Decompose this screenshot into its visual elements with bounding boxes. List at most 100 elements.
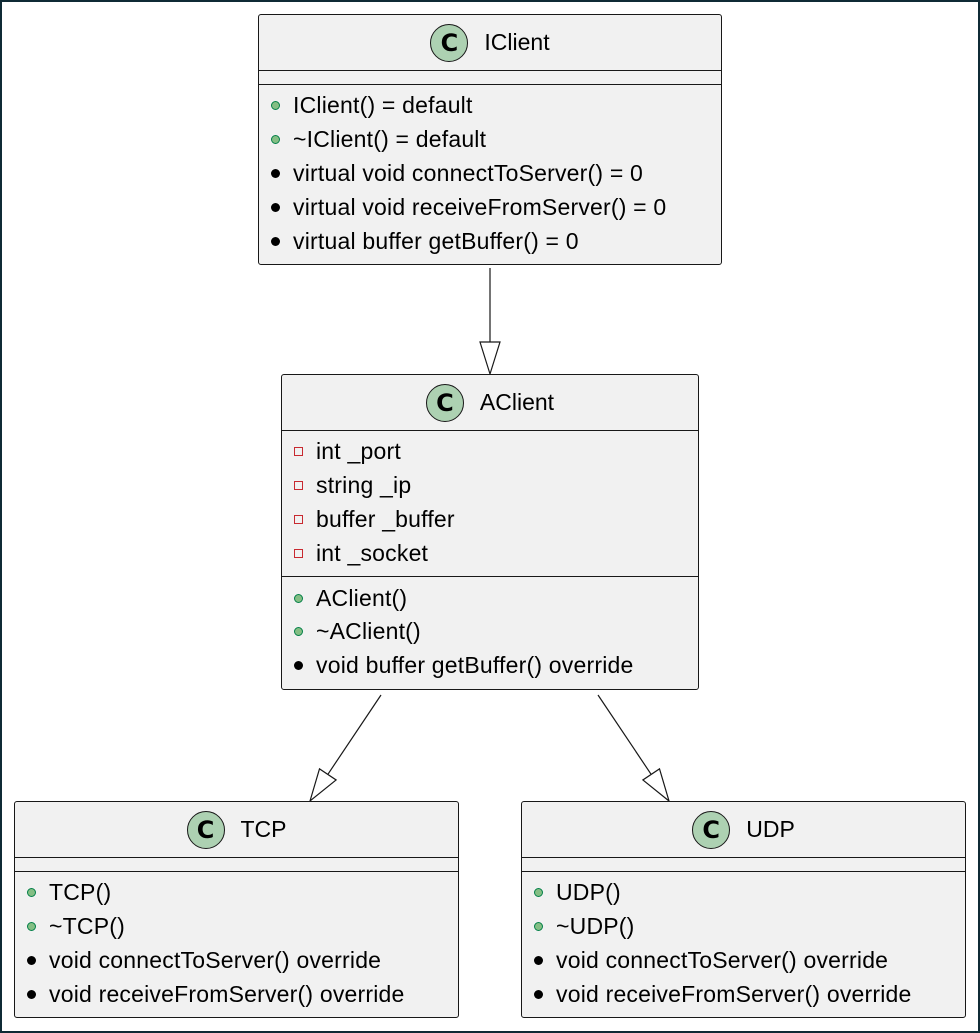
visibility-marker xyxy=(534,955,556,965)
attributes-section xyxy=(522,858,965,871)
visibility-marker xyxy=(294,481,316,491)
class-type-icon: C xyxy=(430,23,469,62)
section-divider xyxy=(282,576,698,578)
visibility-marker xyxy=(27,888,49,898)
methods-section: IClient() = default ~IClient() = default v… xyxy=(259,85,721,264)
method-text: UDP() xyxy=(556,879,621,906)
bullet-icon xyxy=(271,168,280,178)
bullet-icon xyxy=(534,989,543,999)
visibility-marker xyxy=(271,101,293,111)
bullet-icon xyxy=(27,989,36,999)
class-type-icon: C xyxy=(425,383,464,422)
method-text: virtual void receiveFromServer() = 0 xyxy=(293,193,667,220)
section-divider xyxy=(282,430,698,431)
visibility-marker xyxy=(271,202,293,212)
attribute-row: int _socket xyxy=(282,536,698,570)
attribute-row: int _port xyxy=(282,435,698,469)
attributes-section xyxy=(15,858,458,871)
attribute-text: string _ip xyxy=(316,472,412,499)
section-divider xyxy=(522,871,965,872)
class-type-icon: C xyxy=(692,810,731,849)
visibility-marker xyxy=(294,593,316,603)
method-row: TCP() xyxy=(15,876,458,910)
methods-section: TCP()~TCP()void connectToServer() overri… xyxy=(15,872,458,1017)
method-row: AClient() xyxy=(282,581,698,615)
inheritance-arrowhead-icon xyxy=(641,767,671,803)
methods-section: AClient() ~AClient() void buffer getBuffer… xyxy=(282,577,698,688)
visibility-marker xyxy=(27,989,49,999)
method-text: IClient() = default xyxy=(293,92,473,119)
public-visibility-icon xyxy=(534,888,543,898)
method-text: void receiveFromServer() override xyxy=(49,980,405,1007)
methods-section: UDP() ~UDP() void connectToServer() overri… xyxy=(522,872,965,1017)
attribute-text: int _socket xyxy=(316,539,429,566)
private-visibility-icon xyxy=(294,548,303,558)
private-visibility-icon xyxy=(294,514,303,524)
visibility-marker xyxy=(294,548,316,558)
method-row: void connectToServer() override xyxy=(15,944,458,978)
private-visibility-icon xyxy=(294,481,303,491)
method-text: void buffer getBuffer() override xyxy=(316,652,634,679)
bullet-icon xyxy=(294,661,303,671)
inheritance-line-udp-aclient xyxy=(597,694,652,775)
visibility-marker xyxy=(27,955,49,965)
class-type-icon: C xyxy=(186,810,225,849)
method-row: UDP() xyxy=(522,876,965,910)
attribute-text: int _port xyxy=(316,438,401,465)
section-divider xyxy=(522,857,965,858)
visibility-marker xyxy=(534,888,556,898)
private-visibility-icon xyxy=(294,447,303,457)
method-text: ~IClient() = default xyxy=(293,126,487,153)
public-visibility-icon xyxy=(534,922,543,932)
method-row: ~TCP() xyxy=(15,910,458,944)
method-row: ~IClient() = default xyxy=(259,123,721,157)
inheritance-line-tcp-aclient xyxy=(327,694,382,775)
method-row: virtual void receiveFromServer() = 0 xyxy=(259,190,721,224)
inheritance-arrowhead-icon xyxy=(308,767,338,803)
section-divider xyxy=(259,70,721,71)
visibility-marker xyxy=(294,514,316,524)
section-divider xyxy=(15,871,458,872)
public-visibility-icon xyxy=(294,627,303,637)
method-row: void receiveFromServer() override xyxy=(522,977,965,1011)
method-row: IClient() = default xyxy=(259,89,721,123)
attribute-row: buffer _buffer xyxy=(282,503,698,537)
method-text: AClient() xyxy=(316,584,408,611)
method-row: ~AClient() xyxy=(282,615,698,649)
visibility-marker xyxy=(294,447,316,457)
method-text: void connectToServer() override xyxy=(49,946,382,973)
method-text: void connectToServer() override xyxy=(556,946,889,973)
method-row: virtual void connectToServer() = 0 xyxy=(259,157,721,191)
visibility-marker xyxy=(294,661,316,671)
public-visibility-icon xyxy=(271,135,280,145)
section-divider xyxy=(259,84,721,85)
attribute-text: buffer _buffer xyxy=(316,505,455,532)
visibility-marker xyxy=(534,922,556,932)
visibility-marker xyxy=(271,168,293,178)
public-visibility-icon xyxy=(294,593,303,603)
bullet-icon xyxy=(271,202,280,212)
method-row: void buffer getBuffer() override xyxy=(282,649,698,683)
visibility-marker xyxy=(271,135,293,145)
class-box-udp[interactable]: C UDP UDP() ~UDP() void connectToServer() ov… xyxy=(521,801,966,1019)
bullet-icon xyxy=(534,955,543,965)
method-row: void connectToServer() override xyxy=(522,944,965,978)
class-header: C AClient xyxy=(282,375,698,430)
visibility-marker xyxy=(534,989,556,999)
class-name: UDP xyxy=(746,816,795,842)
public-visibility-icon xyxy=(27,922,36,932)
visibility-marker xyxy=(271,236,293,246)
attributes-section xyxy=(259,71,721,84)
class-name: AClient xyxy=(479,389,555,415)
attribute-row: string _ip xyxy=(282,469,698,503)
method-text: virtual buffer getBuffer() = 0 xyxy=(293,227,579,254)
method-text: ~UDP() xyxy=(556,913,635,940)
class-name: IClient xyxy=(484,29,550,55)
